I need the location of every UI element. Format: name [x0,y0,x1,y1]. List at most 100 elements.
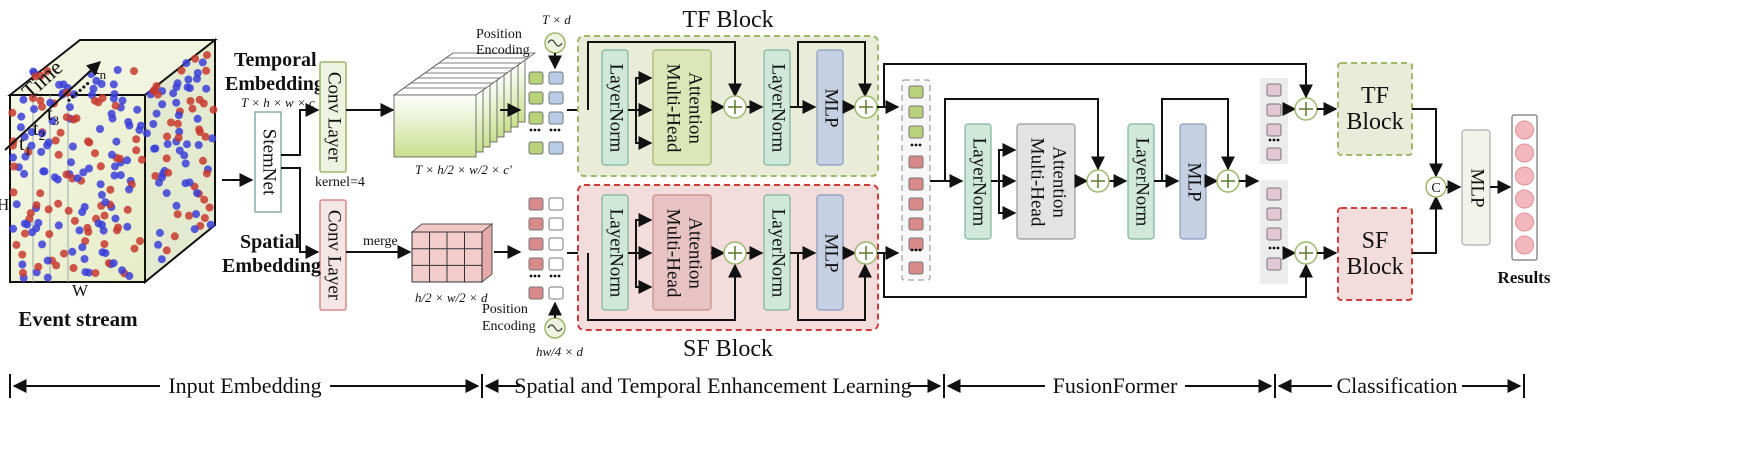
event-point [174,133,183,142]
event-point [56,128,65,137]
ellipsis-dot [553,274,557,278]
temporal-out-dim: T × h/2 × w/2 × c' [415,162,512,177]
sf-layernorm-1-label: LayerNorm [606,209,627,298]
event-point [91,149,99,158]
ellipsis-dot [557,274,561,278]
token [1266,83,1282,97]
event-point [190,225,199,234]
temporal-embedding-label-1: Temporal [234,49,317,71]
event-point [43,67,52,76]
event-point [155,228,164,237]
t1-label: t1 [19,133,31,158]
event-point [9,224,18,233]
event-point [115,154,124,163]
event-point [81,268,90,277]
section-enhancement: Spatial and Temporal Enhancement Learnin… [514,373,912,398]
event-point [184,75,193,84]
event-point [98,94,107,103]
event-point [133,105,142,114]
token [528,237,544,251]
event-point [12,240,21,249]
event-point [108,150,116,159]
pos-enc-bottom-icon [544,317,566,339]
event-point [43,273,52,282]
event-point [80,255,89,263]
event-point [200,214,209,222]
ellipsis-dot [1268,138,1272,142]
ellipsis-dot [914,143,918,147]
event-point [172,98,181,107]
token [548,111,564,125]
event-point [21,152,30,161]
tf-mha-label-2: Attention [685,72,706,144]
event-point [152,109,161,118]
token [908,237,924,251]
event-point [36,189,45,198]
event-point [181,159,190,168]
tf-layernorm-1: LayerNorm [601,49,629,166]
ellipsis-dot [910,143,914,147]
event-point [185,211,193,220]
class-mlp: MLP [1461,129,1491,246]
ellipsis-dot [1272,138,1276,142]
event-point [32,201,41,210]
event-point [202,66,211,75]
event-point [183,140,191,149]
event-point [20,169,29,178]
event-point [38,129,46,138]
tf-block-title: TF Block [682,7,773,33]
event-point [101,198,110,207]
event-point [163,140,172,149]
event-point [18,260,27,269]
ellipsis-dot [1268,246,1272,250]
event-point [27,128,36,137]
token [1266,123,1282,137]
result-node [1515,189,1534,209]
class-sf-block-label-1: SF [1362,228,1389,254]
token [548,217,564,231]
event-point [137,155,146,164]
section-fusionformer: FusionFormer [1053,373,1178,398]
event-point [97,80,106,88]
section-classification: Classification [1337,373,1458,398]
conv-layer-spatial: Conv Layer [319,199,347,311]
pos-enc-top-dim: T × d [542,12,571,27]
event-point [162,154,171,163]
event-point [91,269,100,278]
event-point [19,268,27,277]
event-point [32,224,41,233]
event-point [78,208,87,217]
section-input-embedding: Input Embedding [168,373,321,398]
ellipsis-dot [914,248,918,252]
event-point [198,58,207,67]
event-point [60,249,68,258]
result-node [1515,120,1534,140]
class-sf-block-label-2: Block [1346,254,1403,280]
token [908,217,924,231]
event-point [206,220,215,229]
event-point [202,84,211,93]
event-point [26,209,35,218]
event-point [201,132,210,141]
event-point [183,83,192,92]
event-point [136,237,144,245]
token [528,286,544,300]
event-point [132,135,141,144]
event-point [163,132,172,141]
event-point [118,96,127,105]
event-point [208,134,217,143]
event-point [158,173,166,182]
event-point [110,171,119,180]
fusion-layernorm-2: LayerNorm [1127,123,1155,240]
fusion-out-top-column [1260,78,1288,164]
token [908,105,924,119]
event-point [69,264,78,272]
w-label: W [72,281,89,300]
tn-label: tn [94,57,107,82]
event-point [116,171,125,180]
spatial-out-dim: h/2 × w/2 × d [415,290,488,305]
event-point [83,223,92,232]
event-point [167,118,175,127]
spatial-embedding-label-2: Embedding [222,255,321,277]
pos-enc-top-label-1: Position [476,27,522,42]
